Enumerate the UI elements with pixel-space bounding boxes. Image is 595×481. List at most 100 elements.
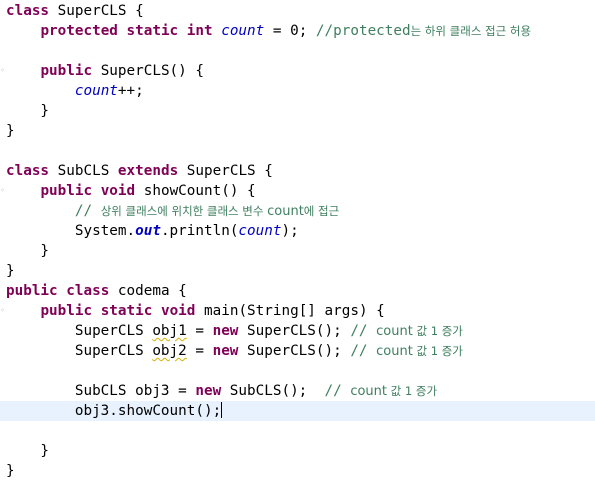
code-line[interactable]: }	[0, 461, 595, 481]
code-text: }	[6, 121, 15, 141]
code-comment: 에 접근	[303, 204, 340, 218]
code-line[interactable]: }	[0, 241, 595, 261]
unused-variable-warning: obj2	[152, 343, 187, 359]
code-comment: 는 하위 클래스 접근 허용	[410, 24, 532, 38]
code-text: SuperCLS obj1 = new SuperCLS(); // count…	[6, 321, 463, 342]
code-token: SubCLS();	[221, 383, 325, 399]
code-token: SuperCLS();	[238, 343, 351, 359]
code-line[interactable]: SubCLS obj3 = new SubCLS(); // count 값 1…	[0, 381, 595, 401]
code-text: public static void main(String[] args) {	[6, 301, 384, 321]
code-text: }	[6, 461, 15, 481]
code-token: SubCLS	[49, 163, 118, 179]
code-keyword: static	[100, 303, 153, 319]
code-keyword: public	[40, 303, 93, 319]
code-text: count++;	[6, 81, 144, 101]
code-comment: 값 1 증가	[412, 324, 463, 338]
code-token: SuperCLS() {	[92, 63, 204, 79]
code-keyword: new	[212, 343, 239, 359]
code-keyword: new	[195, 383, 222, 399]
code-token: obj3.showCount();	[6, 403, 222, 419]
code-token: = 0;	[264, 23, 316, 39]
code-comment: //	[350, 343, 377, 359]
code-line[interactable]: ◦ public void showCount() {	[0, 181, 595, 201]
code-line[interactable]: SuperCLS obj1 = new SuperCLS(); // count…	[0, 321, 595, 341]
code-keyword: class	[6, 3, 50, 19]
text-caret	[221, 402, 223, 418]
code-line[interactable]: // 상위 클래스에 위치한 클래스 변수 count에 접근	[0, 201, 595, 221]
code-text: public SuperCLS() {	[6, 61, 204, 81]
code-line[interactable]: ◦ public static void main(String[] args)…	[0, 301, 595, 321]
code-token: =	[186, 323, 213, 339]
code-token: }	[6, 123, 15, 139]
code-keyword: public	[40, 63, 93, 79]
code-line[interactable]	[0, 141, 595, 161]
code-keyword: void	[100, 183, 136, 199]
code-token: }	[6, 463, 15, 479]
code-line[interactable]: }	[0, 121, 595, 141]
fold-marker-icon[interactable]: ◦	[0, 66, 5, 75]
code-token: ++;	[117, 83, 144, 99]
code-token: }	[6, 263, 15, 279]
code-token	[118, 23, 127, 39]
code-comment: //protected	[315, 23, 411, 39]
code-token: SuperCLS	[6, 343, 153, 359]
code-token: }	[6, 443, 50, 459]
code-line[interactable]: class SuperCLS {	[0, 1, 595, 21]
code-line[interactable]: count++;	[0, 81, 595, 101]
code-keyword: public	[40, 183, 93, 199]
code-token: count	[74, 83, 118, 99]
code-text: class SubCLS extends SuperCLS {	[6, 161, 273, 181]
code-comment: //	[350, 323, 377, 339]
code-comment: count	[376, 344, 413, 359]
code-token: );	[281, 223, 299, 239]
code-text: SubCLS obj3 = new SubCLS(); // count 값 1…	[6, 381, 437, 402]
code-line[interactable]: }	[0, 441, 595, 461]
code-comment: count	[376, 324, 413, 339]
code-text: class SuperCLS {	[6, 1, 144, 21]
code-token: SuperCLS();	[238, 323, 351, 339]
code-text: System.out.println(count);	[6, 221, 299, 241]
code-line[interactable]: }	[0, 101, 595, 121]
code-token	[6, 183, 40, 199]
code-token: System.	[6, 223, 136, 239]
code-keyword: void	[160, 303, 196, 319]
code-token: SuperCLS {	[178, 163, 273, 179]
current-code-line[interactable]: obj3.showCount();	[0, 401, 595, 421]
code-token: out	[135, 223, 161, 239]
code-line[interactable]: }	[0, 261, 595, 281]
code-token: =	[186, 343, 213, 359]
code-line[interactable]	[0, 361, 595, 381]
code-token	[6, 203, 75, 219]
code-keyword: protected	[40, 23, 118, 39]
code-token: .println(	[160, 223, 239, 239]
code-token: }	[6, 103, 50, 119]
code-token	[92, 303, 101, 319]
code-token	[6, 83, 75, 99]
code-line[interactable]	[0, 421, 595, 441]
code-token	[6, 303, 40, 319]
code-line[interactable]: protected static int count = 0; //protec…	[0, 21, 595, 41]
code-token	[92, 183, 101, 199]
fold-marker-icon[interactable]: ◦	[0, 186, 5, 195]
code-text: obj3.showCount();	[6, 401, 223, 421]
fold-marker-icon[interactable]: ◦	[0, 306, 5, 315]
code-line[interactable]	[0, 41, 595, 61]
code-token: }	[6, 243, 50, 259]
code-text: public void showCount() {	[6, 181, 255, 201]
code-line[interactable]: class SubCLS extends SuperCLS {	[0, 161, 595, 181]
code-text: }	[6, 241, 49, 261]
code-token	[6, 63, 40, 79]
code-comment: count	[350, 384, 388, 399]
code-keyword: int	[186, 23, 213, 39]
code-comment: //	[74, 203, 101, 219]
code-keyword: new	[212, 323, 239, 339]
unused-variable-warning: obj1	[152, 323, 187, 339]
code-keyword: static	[126, 23, 179, 39]
code-line[interactable]: SuperCLS obj2 = new SuperCLS(); // count…	[0, 341, 595, 361]
code-line[interactable]: System.out.println(count);	[0, 221, 595, 241]
code-token	[152, 303, 161, 319]
code-keyword: class	[6, 163, 50, 179]
code-line[interactable]: ◦ public SuperCLS() {	[0, 61, 595, 81]
code-line[interactable]: public class codema {	[0, 281, 595, 301]
